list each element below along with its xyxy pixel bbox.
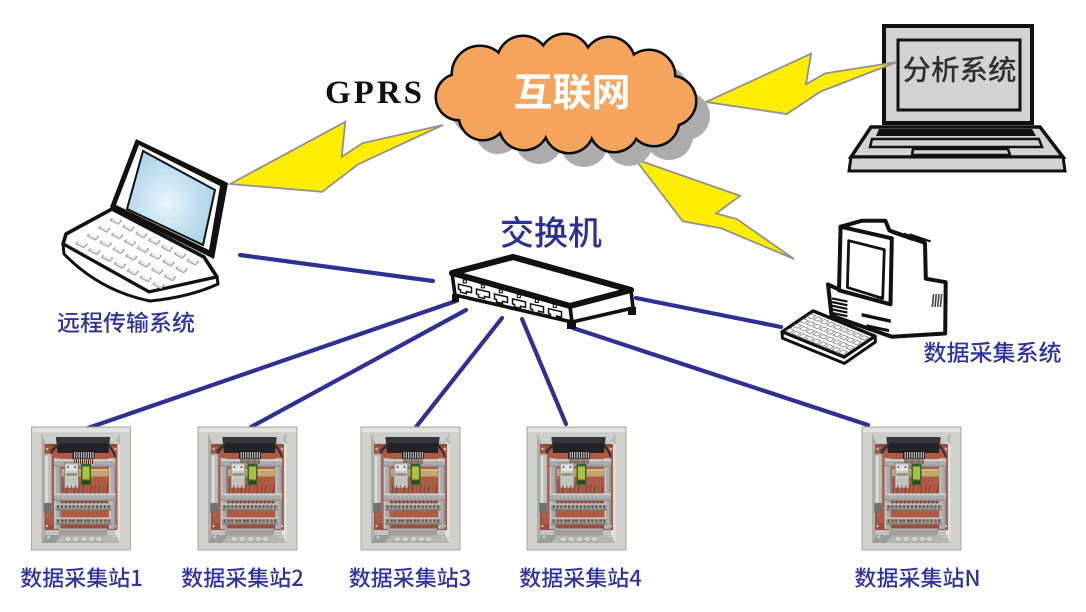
svg-text:GPRS: GPRS	[325, 75, 425, 111]
